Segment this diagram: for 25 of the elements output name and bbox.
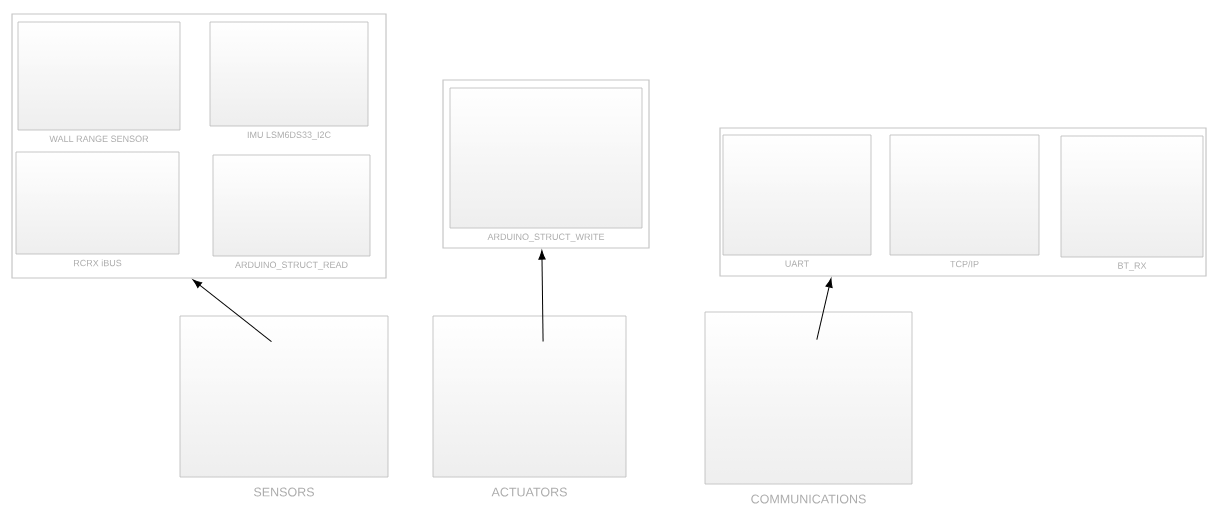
- block-box: ACTUATORS: [432, 315, 627, 497]
- node-label: ARDUINO_STRUCT_READ: [235, 261, 348, 270]
- block-box: BT_RX: [1060, 135, 1204, 271]
- arrow: [192, 279, 272, 343]
- block-box: ARDUINO_STRUCT_WRITE: [449, 87, 643, 242]
- node-label: ACTUATORS: [491, 487, 567, 497]
- node-label: UART: [785, 260, 809, 267]
- block-box: WALL RANGE SENSOR: [17, 21, 181, 142]
- arrow: [816, 278, 833, 341]
- node-label: SENSORS: [254, 487, 314, 497]
- block-box: UART: [722, 134, 872, 267]
- arrow: [538, 250, 546, 343]
- block-box: RCRX iBUS: [15, 151, 180, 267]
- node-label: WALL RANGE SENSOR: [49, 135, 149, 142]
- node-label: TCP/IP: [950, 260, 979, 268]
- node-label: ARDUINO_STRUCT_WRITE: [487, 233, 605, 242]
- block-box: COMMUNICATIONS: [704, 311, 913, 504]
- node-label: COMMUNICATIONS: [751, 494, 866, 504]
- block-box: SENSORS: [179, 315, 389, 497]
- block-box: IMU LSM6DS33_I2C: [209, 21, 369, 140]
- node-label: BT_RX: [1118, 262, 1147, 271]
- node-label: IMU LSM6DS33_I2C: [247, 131, 331, 140]
- node-label: RCRX iBUS: [73, 259, 122, 267]
- block-box: TCP/IP: [889, 134, 1040, 268]
- block-box: ARDUINO_STRUCT_READ: [212, 154, 371, 270]
